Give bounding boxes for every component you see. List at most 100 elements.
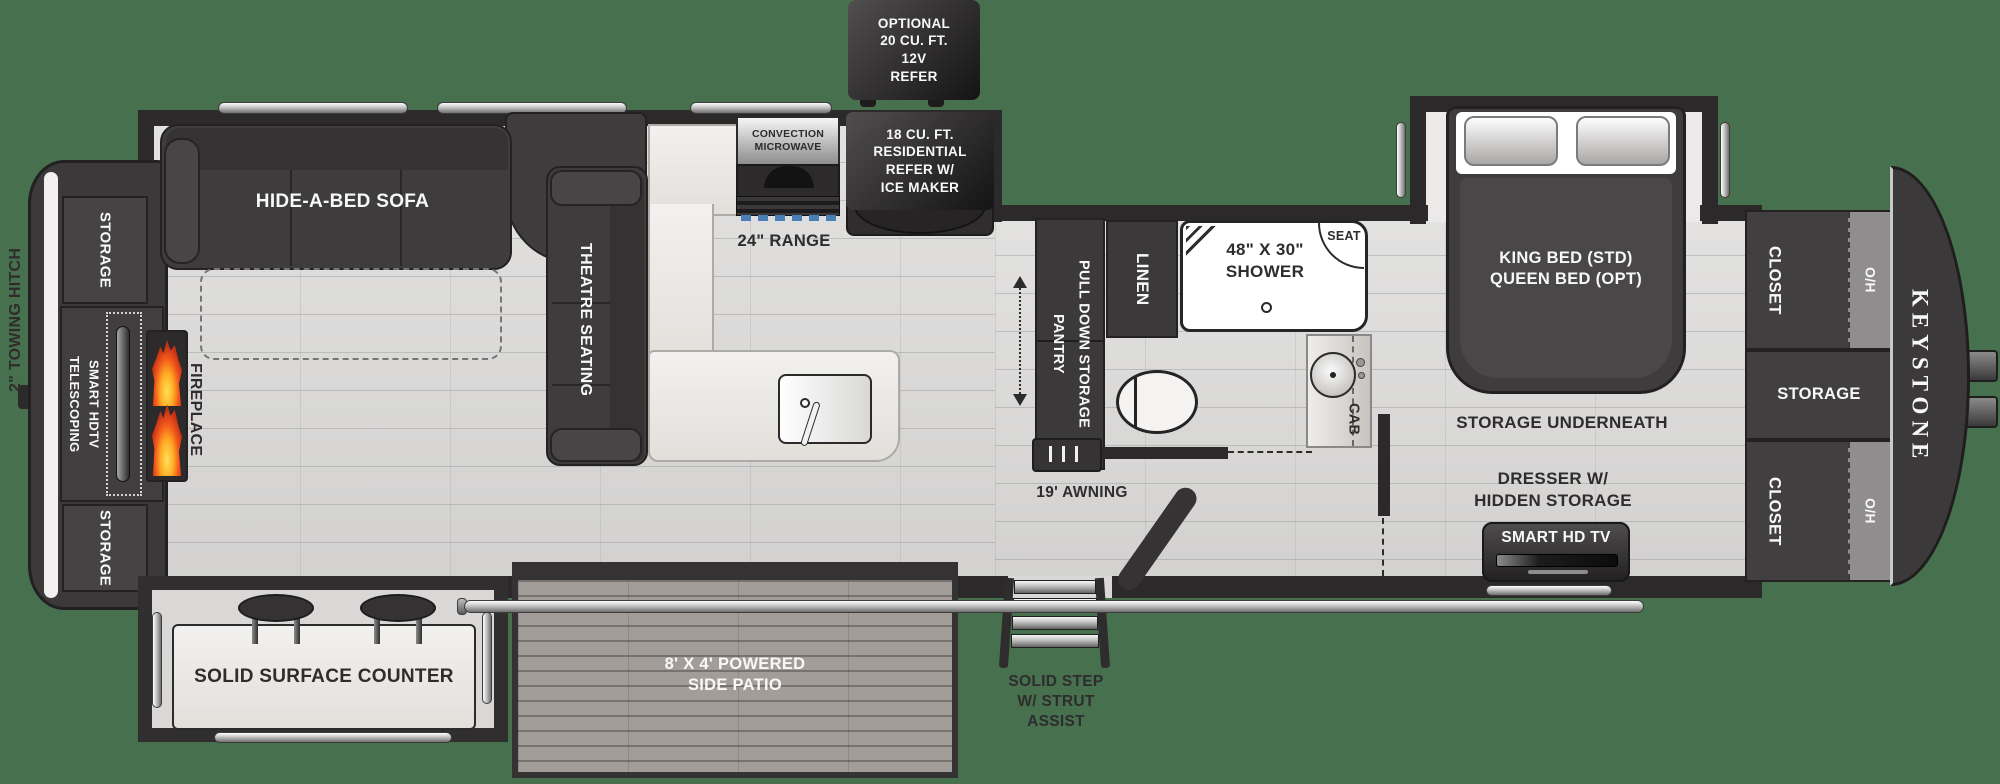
keystone-brand-label: KEYSTONE bbox=[1907, 289, 1933, 465]
theatre-seam bbox=[552, 302, 610, 304]
tv-screen-icon bbox=[116, 326, 130, 482]
range-face bbox=[736, 196, 840, 216]
linen-cabinet bbox=[1106, 220, 1178, 338]
sofa-seam bbox=[400, 170, 402, 266]
rear-storage-bottom bbox=[62, 504, 148, 592]
kitchen-sink bbox=[778, 374, 872, 444]
rear-storage-top-label: STORAGE bbox=[96, 211, 114, 288]
towing-hitch-label: 2" TOWING HITCH bbox=[6, 247, 24, 393]
awning-label: 19' AWNING bbox=[1036, 484, 1128, 502]
burner-flame-strip bbox=[741, 215, 836, 221]
bath-partition bbox=[1088, 447, 1228, 459]
stool-leg bbox=[252, 612, 258, 644]
grab-handle bbox=[218, 102, 408, 114]
step-tread bbox=[1011, 634, 1099, 648]
tv-stand-line bbox=[1528, 570, 1588, 574]
dresser-label: DRESSER W/ HIDDEN STORAGE bbox=[1474, 469, 1632, 510]
vanity-dash-line bbox=[1352, 336, 1354, 446]
toilet-icon bbox=[1116, 370, 1198, 434]
sofa-seam bbox=[290, 170, 292, 266]
bath-partition-dashed bbox=[1228, 451, 1312, 453]
shower-label: 48" X 30" SHOWER bbox=[1225, 240, 1305, 281]
microwave-label: CONVECTION MICROWAVE bbox=[751, 127, 824, 153]
smart-tv-label: SMART HD TV bbox=[1501, 529, 1611, 547]
overhead-top bbox=[1848, 212, 1891, 348]
awning-rail bbox=[464, 600, 1644, 613]
bed-comforter bbox=[1460, 178, 1672, 378]
bedroom-step-wall bbox=[1378, 414, 1390, 516]
bedroom-step-dashed bbox=[1382, 518, 1384, 576]
sofa-backrest bbox=[166, 128, 508, 170]
range-dome bbox=[764, 166, 814, 188]
front-storage-label: STORAGE bbox=[1777, 385, 1861, 404]
sofa-label: HIDE-A-BED SOFA bbox=[255, 190, 430, 212]
pantry-seam bbox=[1036, 340, 1104, 342]
entry-landing bbox=[1032, 438, 1102, 472]
solid-step-label: SOLID STEP W/ STRUT ASSIST bbox=[1008, 673, 1104, 730]
vanity-faucet-icon bbox=[1356, 358, 1365, 367]
bar-stool bbox=[238, 594, 314, 622]
optional-refer-foot bbox=[928, 98, 944, 107]
refer-label-box bbox=[846, 112, 994, 210]
shower-seat-label: SEAT bbox=[1327, 229, 1361, 243]
step-tread bbox=[1012, 616, 1098, 630]
storage-underneath-label: STORAGE UNDERNEATH bbox=[1456, 413, 1668, 433]
linen-label: LINEN bbox=[1132, 252, 1152, 306]
wall-top-bath bbox=[986, 205, 1428, 221]
sink-drain-dot bbox=[1330, 372, 1336, 378]
pantry-label: PULL DOWN STORAGE PANTRY bbox=[1050, 259, 1092, 429]
arrow-down-icon bbox=[1013, 394, 1027, 406]
theatre-armrest bbox=[550, 170, 642, 206]
kitchen-counter-top bbox=[648, 124, 742, 216]
pillow bbox=[1464, 116, 1558, 166]
wall-bedslide-left bbox=[1410, 96, 1426, 224]
vanity-faucet-icon bbox=[1358, 372, 1365, 379]
rear-cap-inner-trim bbox=[44, 172, 58, 598]
optional-refer-label: OPTIONAL 20 CU. FT. 12V REFER bbox=[877, 15, 951, 84]
grab-handle bbox=[690, 102, 832, 114]
tv-dotted-frame bbox=[106, 312, 142, 496]
drain-icon bbox=[1261, 302, 1272, 313]
theatre-label: THEATRE SEATING bbox=[577, 243, 595, 397]
refer-label: 18 CU. FT. RESIDENTIAL REFER W/ ICE MAKE… bbox=[873, 126, 967, 195]
counter-label: SOLID SURFACE COUNTER bbox=[194, 665, 454, 687]
closet-bottom-label: CLOSET bbox=[1765, 476, 1784, 546]
arrow-up-icon bbox=[1013, 276, 1027, 288]
optional-refer-foot bbox=[860, 98, 876, 107]
telescoping-tv-label: TELESCOPING SMART HDTV bbox=[67, 355, 102, 453]
overhead-top-label: O/H bbox=[1862, 267, 1879, 293]
bed-label: KING BED (STD) QUEEN BED (OPT) bbox=[1489, 248, 1643, 288]
range-label: 24" RANGE bbox=[737, 232, 831, 251]
front-storage bbox=[1745, 350, 1893, 440]
faucet-icon bbox=[800, 398, 810, 408]
kitchen-counter-column bbox=[648, 204, 714, 366]
pull-down-pantry bbox=[1035, 218, 1105, 470]
toilet-tank-line bbox=[1134, 377, 1137, 427]
pillow bbox=[1576, 116, 1670, 166]
solid-surface-counter bbox=[172, 624, 476, 730]
grab-handle bbox=[152, 612, 162, 708]
stool-leg bbox=[294, 612, 300, 644]
theatre-backrest bbox=[610, 172, 644, 462]
landing-tick bbox=[1049, 446, 1052, 462]
hide-a-bed-foldout-outline bbox=[200, 268, 502, 360]
grab-handle bbox=[482, 612, 492, 704]
landing-tick bbox=[1075, 446, 1078, 462]
grab-handle bbox=[214, 732, 452, 743]
wall-bedslide-right bbox=[1702, 96, 1718, 224]
fireplace-label: FIREPLACE bbox=[187, 363, 205, 457]
stool-leg bbox=[416, 612, 422, 644]
grab-handle bbox=[1486, 585, 1612, 596]
cab-label: CAB bbox=[1345, 402, 1362, 436]
grab-handle bbox=[1720, 122, 1730, 198]
sofa-armrest bbox=[164, 138, 200, 264]
rear-storage-top bbox=[62, 196, 148, 304]
stool-leg bbox=[374, 612, 380, 644]
grab-handle bbox=[1396, 122, 1406, 198]
optional-refer-box bbox=[848, 0, 980, 100]
overhead-bottom-label: O/H bbox=[1862, 498, 1879, 524]
patio-label: 8' X 4' POWERED SIDE PATIO bbox=[664, 654, 806, 694]
theatre-seam bbox=[552, 384, 610, 386]
rear-storage-bottom-label: STORAGE bbox=[96, 509, 114, 586]
